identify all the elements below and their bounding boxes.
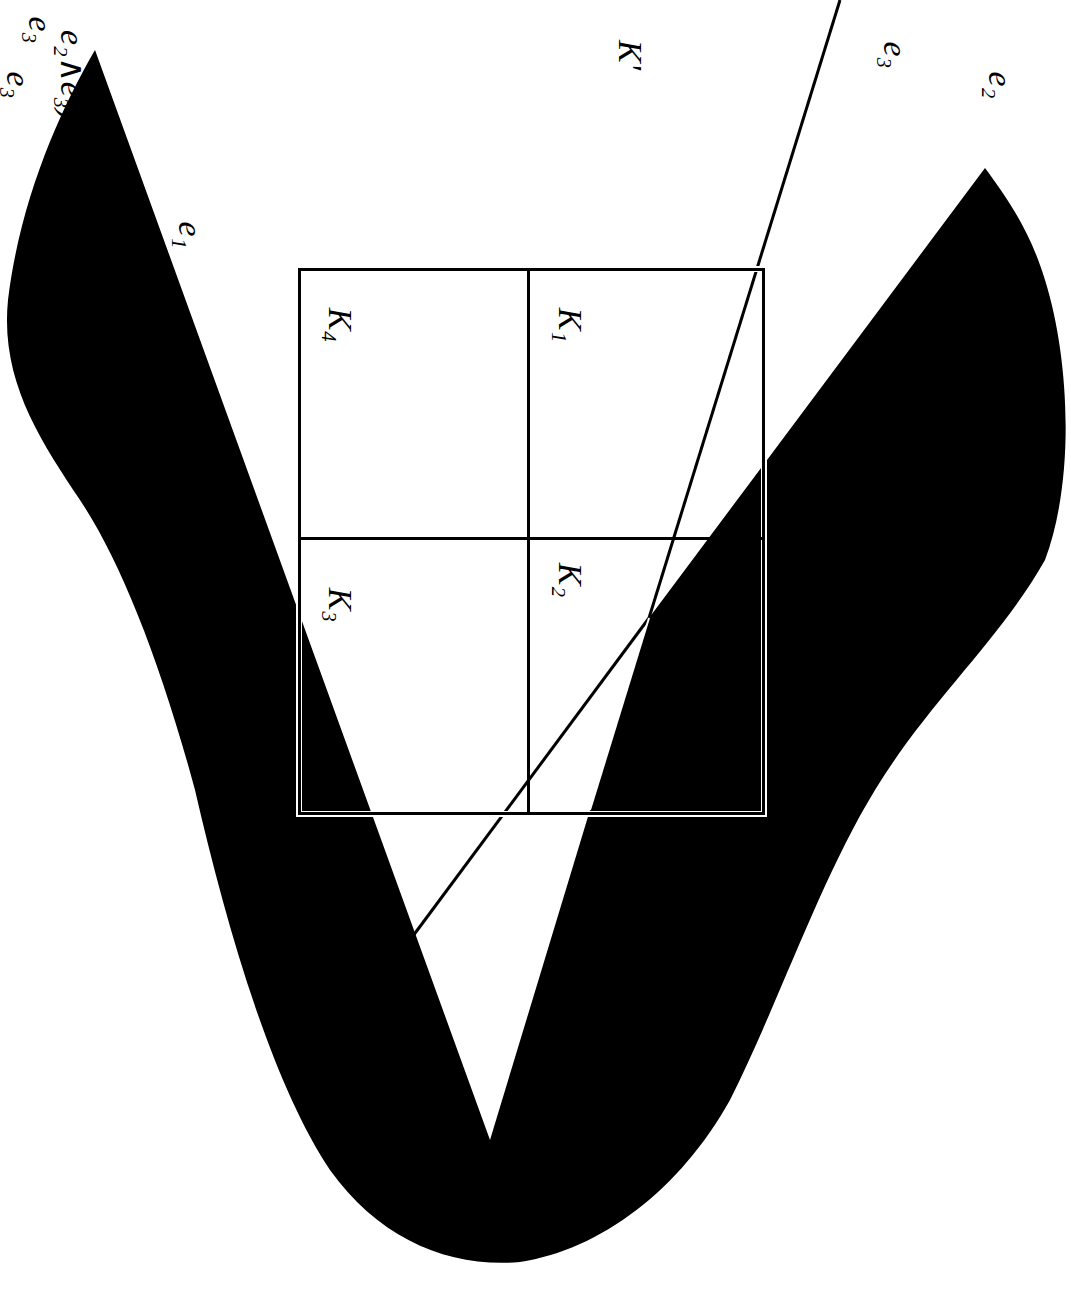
cell-label: K₄ — [323, 308, 357, 343]
grid-cell: K₁ — [530, 268, 765, 540]
formula-fragment: e₃ — [1, 72, 35, 99]
v-region — [7, 50, 1066, 1263]
formula-fragment: e₃ — [23, 17, 57, 44]
cell-label: K₂ — [553, 563, 587, 598]
edge-label: e₃ — [878, 42, 912, 69]
edge-line-e3-on-black — [590, 618, 649, 810]
edge-label: e₂ — [983, 72, 1017, 99]
grid-cell: K₃ — [298, 540, 530, 815]
edge-line-e3 — [649, 0, 840, 618]
edge-label: e₁ — [173, 222, 207, 249]
grid-cell: K₄ — [298, 268, 530, 540]
cell-label: K₁ — [553, 308, 587, 343]
formula-fragment: e₂∧e₃) — [55, 30, 89, 120]
outer-square: K'K₁K₂K₃K₄ — [298, 268, 765, 815]
region-label: K' — [613, 40, 647, 70]
cell-label: K₃ — [323, 588, 357, 623]
grid-cell: K₂ — [530, 540, 765, 815]
